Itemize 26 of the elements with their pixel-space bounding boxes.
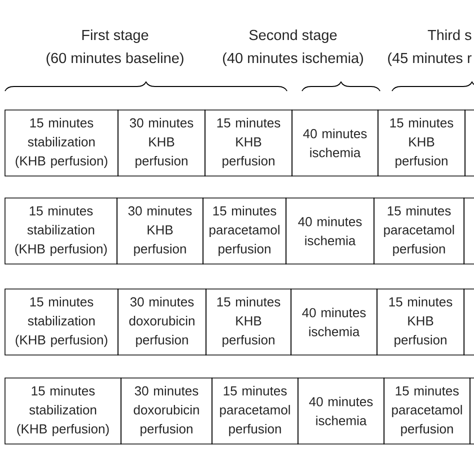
stage-heading: Second stage — [249, 30, 337, 43]
protocol-step-box: 15 minutes KHB perfusion — [204, 110, 292, 176]
protocol-step-box: 15 minutes paracetamol perfusion — [374, 198, 464, 264]
protocol-step-box: 15 minutes KHB perfusion — [378, 110, 466, 176]
protocol-step-box: 15 minutes paracetamol perfusion — [212, 378, 298, 444]
protocol-step-box: 30 minutes doxorubicin perfusion — [118, 288, 206, 356]
protocol-step-box: 15 minutes paracetamol perfusion — [384, 378, 470, 444]
protocol-step-box: 30 minutes KHB perfusion — [116, 198, 204, 264]
protocol-step-box: 40 minutes ischemia — [290, 288, 378, 356]
stage-heading: First stage — [82, 30, 148, 43]
stage-heading: (45 minutes r — [388, 52, 472, 66]
protocol-step-box: 15 minutes stabilization (KHB perfusion) — [4, 288, 118, 356]
stage-heading: Third s — [428, 30, 472, 40]
protocol-step-box: 15 minutes stabilization (KHB perfusion) — [4, 378, 122, 444]
protocol-step-box: 40 minutes ischemia — [292, 110, 378, 176]
protocol-step-box: 15 minutes KHB perfusion — [376, 288, 464, 356]
protocol-step-box: 15 minutes stabilization (KHB perfusion) — [4, 198, 118, 264]
protocol-step-box: 15 minutes KHB perfusion — [206, 288, 292, 356]
protocol-step-box: 30 minutes KHB perfusion — [118, 110, 206, 176]
stage-heading: (40 minutes ischemia) — [223, 52, 363, 66]
protocol-step-box: 15 minutes stabilization (KHB perfusion) — [4, 110, 118, 176]
protocol-step-box: 40 minutes ischemia — [298, 378, 384, 444]
protocol-step-box: 15 minutes paracetamol perfusion — [202, 198, 286, 264]
protocol-step-box: 40 minutes ischemia — [286, 198, 374, 264]
protocol-step-box: 30 minutes doxorubicin perfusion — [120, 378, 212, 444]
stage-heading: (60 minutes baseline) — [46, 52, 184, 66]
